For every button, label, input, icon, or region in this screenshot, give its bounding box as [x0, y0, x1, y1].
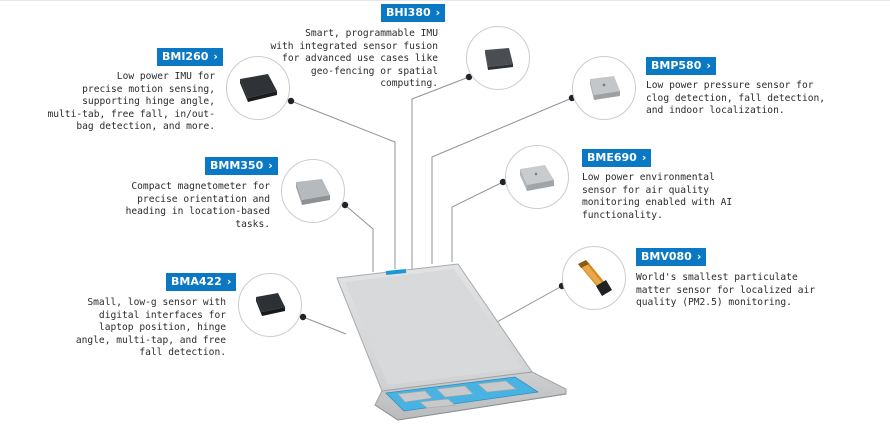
badge-label: BME690 — [587, 151, 637, 164]
badge-label: BMI260 — [162, 50, 209, 63]
line-bmi260 — [290, 100, 396, 269]
line-bma422 — [302, 316, 347, 335]
desc-bma422: Small, low-g sensor with digital interfa… — [75, 297, 226, 359]
desc-bmp580: Low power pressure sensor for clog detec… — [646, 80, 826, 117]
line-bme690 — [451, 181, 504, 262]
badge-bmv080[interactable]: BMV080 › — [636, 248, 707, 266]
chip-bme690-icon — [520, 165, 554, 191]
badge-label: BMP580 — [651, 59, 702, 72]
chip-bma422-icon — [256, 293, 285, 316]
badge-label: BMM350 — [210, 159, 264, 172]
chevron-right-icon: › — [213, 50, 218, 63]
top-divider — [0, 0, 890, 1]
bubble-bme690 — [505, 145, 569, 209]
chip-bhi380-icon — [485, 48, 513, 70]
line-bhi380 — [411, 76, 470, 269]
badge-label: BHI380 — [386, 6, 431, 19]
badge-bme690[interactable]: BME690 › — [582, 149, 652, 167]
desc-bmv080: World's smallest particulate matter sens… — [636, 272, 816, 309]
bubble-bmv080 — [562, 246, 626, 310]
line-bmp580 — [431, 97, 573, 264]
badge-bma422[interactable]: BMA422 › — [166, 273, 237, 291]
line-bmm350 — [344, 204, 374, 272]
badge-label: BMV080 — [641, 250, 692, 263]
bubble-bhi380 — [466, 26, 530, 90]
desc-bhi380: Smart, programmable IMU with integrated … — [270, 28, 438, 90]
desc-bmi260: Low power IMU for precise motion sensing… — [47, 71, 215, 133]
badge-label: BMA422 — [171, 275, 222, 288]
chevron-right-icon: › — [226, 275, 232, 288]
chevron-right-icon: › — [706, 59, 711, 72]
chip-bmm350-icon — [296, 179, 330, 205]
badge-bmp580[interactable]: BMP580 › — [646, 57, 716, 75]
chevron-right-icon: › — [641, 151, 647, 164]
badge-bmi260[interactable]: BMI260 › — [157, 48, 223, 66]
chip-bmi260-icon — [240, 74, 277, 102]
chevron-right-icon: › — [268, 159, 273, 172]
flex-cable-sensor-icon — [578, 260, 612, 296]
desc-bmm350: Compact magnetometer for precise orienta… — [125, 181, 270, 230]
badge-bmm350[interactable]: BMM350 › — [205, 157, 278, 175]
bubble-bmm350 — [281, 159, 345, 223]
chip-bmp580-icon — [590, 76, 620, 100]
line-bmv080 — [487, 285, 563, 328]
bubble-bmp580 — [572, 56, 636, 120]
connector-lines — [290, 76, 573, 335]
bubble-bma422 — [238, 273, 302, 337]
chevron-right-icon: › — [696, 250, 702, 263]
desc-bme690: Low power environmental sensor for air q… — [582, 172, 733, 221]
bubble-bmi260 — [226, 56, 290, 120]
badge-bhi380[interactable]: BHI380 › — [381, 4, 446, 22]
chevron-right-icon: › — [435, 6, 441, 19]
